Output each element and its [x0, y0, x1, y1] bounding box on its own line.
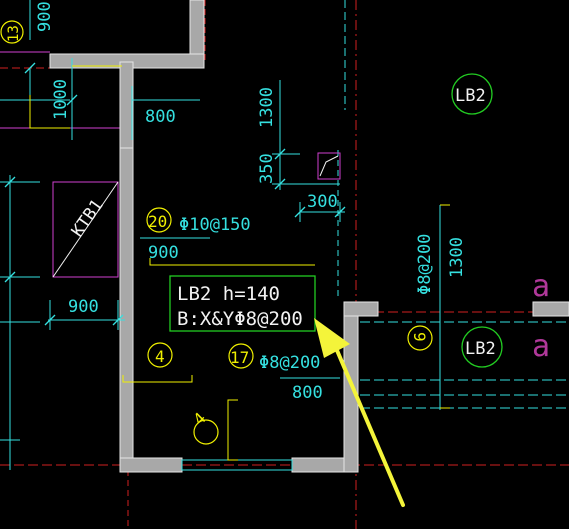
callout-9-circle	[407, 325, 433, 351]
info-box-frame	[169, 275, 316, 332]
callout-17: 17	[230, 348, 249, 367]
dim-1300-top: 1300	[257, 87, 277, 128]
callout-4-bottom-circle	[193, 419, 219, 445]
slab-info-box[interactable]: LB2 h=140 B:X&YΦ8@200	[169, 275, 316, 332]
info-box-line-2: B:X&YΦ8@200	[177, 308, 303, 330]
dim-900-top-left: 900	[35, 1, 55, 32]
callout-9: 9	[410, 332, 429, 342]
callout-markers	[0, 20, 433, 445]
rebar-label-20: Φ10@150	[179, 215, 251, 235]
dimension-lines	[0, 0, 441, 470]
dim-1000: 1000	[51, 79, 71, 120]
dim-800-top: 800	[145, 107, 176, 127]
dim-1300-right: 1300	[447, 237, 467, 278]
dim-350: 350	[257, 153, 277, 184]
walls	[49, 0, 569, 473]
rebar-label-right: Φ8@200	[415, 234, 435, 295]
callout-4-circle	[147, 342, 173, 368]
rebar-texts: Φ10@150 Φ8@200 Φ8@200	[179, 215, 435, 373]
callout-4: 4	[155, 347, 165, 366]
rebar-label-17: Φ8@200	[259, 353, 320, 373]
slab-tag-right: LB2	[465, 339, 496, 359]
dimension-texts: 900 1000 800 1300 350 300 900 900 800 13…	[35, 1, 467, 403]
yellow-arrow-pointer	[314, 318, 405, 507]
callout-13: 13	[6, 25, 22, 42]
slab-tags: LB2 LB2	[451, 73, 503, 368]
wall-bottom-left	[119, 457, 183, 473]
callout-20: 20	[148, 212, 167, 231]
callout-20-circle	[146, 207, 172, 233]
opening-ktb1	[52, 181, 119, 278]
dim-300: 300	[307, 192, 338, 212]
dim-800-bottom: 800	[292, 383, 323, 403]
slab-tag-top: LB2	[455, 86, 486, 106]
callout-13-circle	[0, 20, 24, 44]
edge-letter-1: a	[532, 269, 550, 304]
info-box-line-1: LB2 h=140	[177, 283, 280, 305]
dim-900-left: 900	[68, 297, 99, 317]
wall-left-vertical	[119, 147, 134, 473]
dimension-ticks	[4, 62, 346, 326]
edge-letter-2: a	[532, 329, 550, 364]
dim-900-mid: 900	[148, 243, 179, 263]
edge-letters: a a	[532, 269, 550, 364]
small-opening-symbol	[317, 152, 341, 180]
callout-17-circle	[228, 343, 254, 369]
rebar-lines	[29, 65, 569, 461]
